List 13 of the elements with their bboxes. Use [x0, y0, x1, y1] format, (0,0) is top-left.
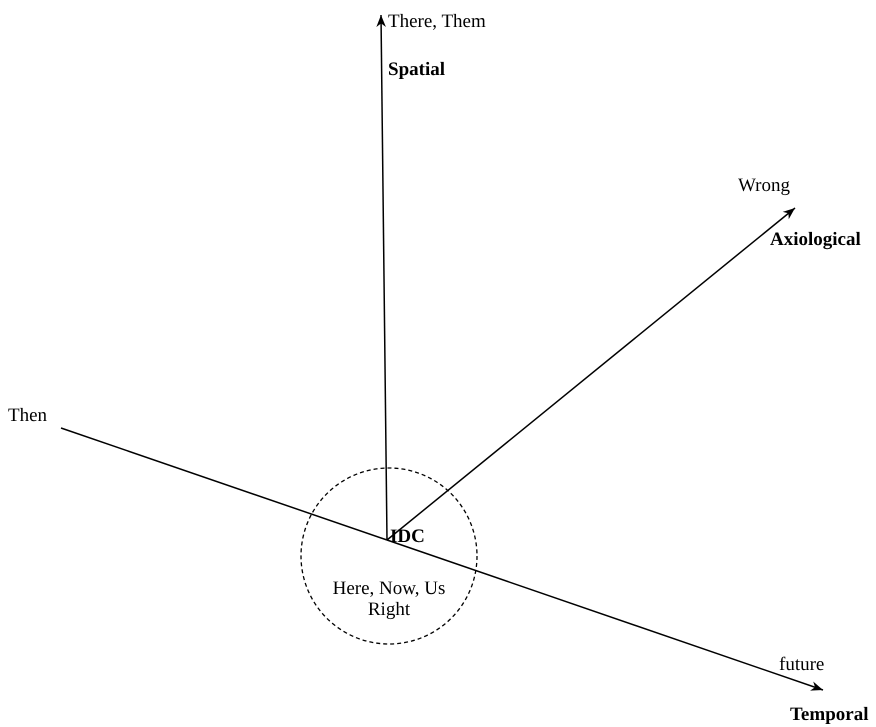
axis-end-label: Wrong: [738, 176, 790, 197]
axis-label: Spatial: [388, 60, 446, 81]
dashed-circle: [300, 467, 478, 645]
axis-end-label: Then: [8, 406, 48, 427]
center-text: Here, Now, Us Right: [332, 579, 446, 621]
axis-arrow: [386, 539, 824, 691]
center-title: IDC: [390, 527, 425, 548]
axis-label: Temporal: [790, 705, 868, 726]
axis-end-label: future: [779, 655, 824, 676]
axis-arrow: [386, 207, 796, 541]
axis-end-label: There, Them: [388, 12, 486, 33]
axis-label: Axiological: [770, 230, 861, 251]
axis-arrow: [376, 15, 388, 540]
